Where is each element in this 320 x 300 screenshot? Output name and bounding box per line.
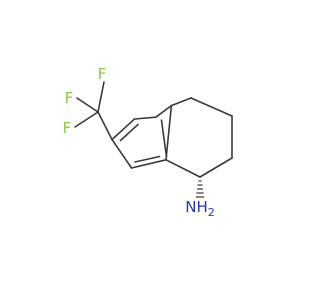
bond [170,97,192,107]
bond [76,97,99,113]
structure-canvas: F F F NH2 [0,0,300,300]
amine-h-subscript: 2 [208,206,215,219]
bond [97,111,113,141]
bond [190,97,233,117]
background [0,0,300,300]
hashed-wedge-bond [195,180,205,198]
bond [97,81,105,113]
fluorine-label-top: F [98,65,107,83]
bond [130,159,167,169]
bond [155,104,173,118]
bond [111,138,133,169]
amine-label: NH2 [185,198,215,219]
fluorine-label-bottom: F [63,119,72,137]
double-bond-inner [119,123,139,142]
double-bond-inner [134,155,161,163]
saturated-ring [165,97,233,178]
bond [74,111,99,128]
bond [165,159,201,178]
bond [111,118,136,141]
bond [165,104,173,161]
bond [133,116,157,120]
double-bond-inner [160,119,168,158]
fluorine-label-left: F [65,89,74,107]
aromatic-ring [111,104,173,169]
bond [199,157,233,178]
amine-nh-text: NH [185,198,208,216]
cf3-group [74,81,113,141]
molecule-diagram: F F F NH2 [0,0,300,300]
